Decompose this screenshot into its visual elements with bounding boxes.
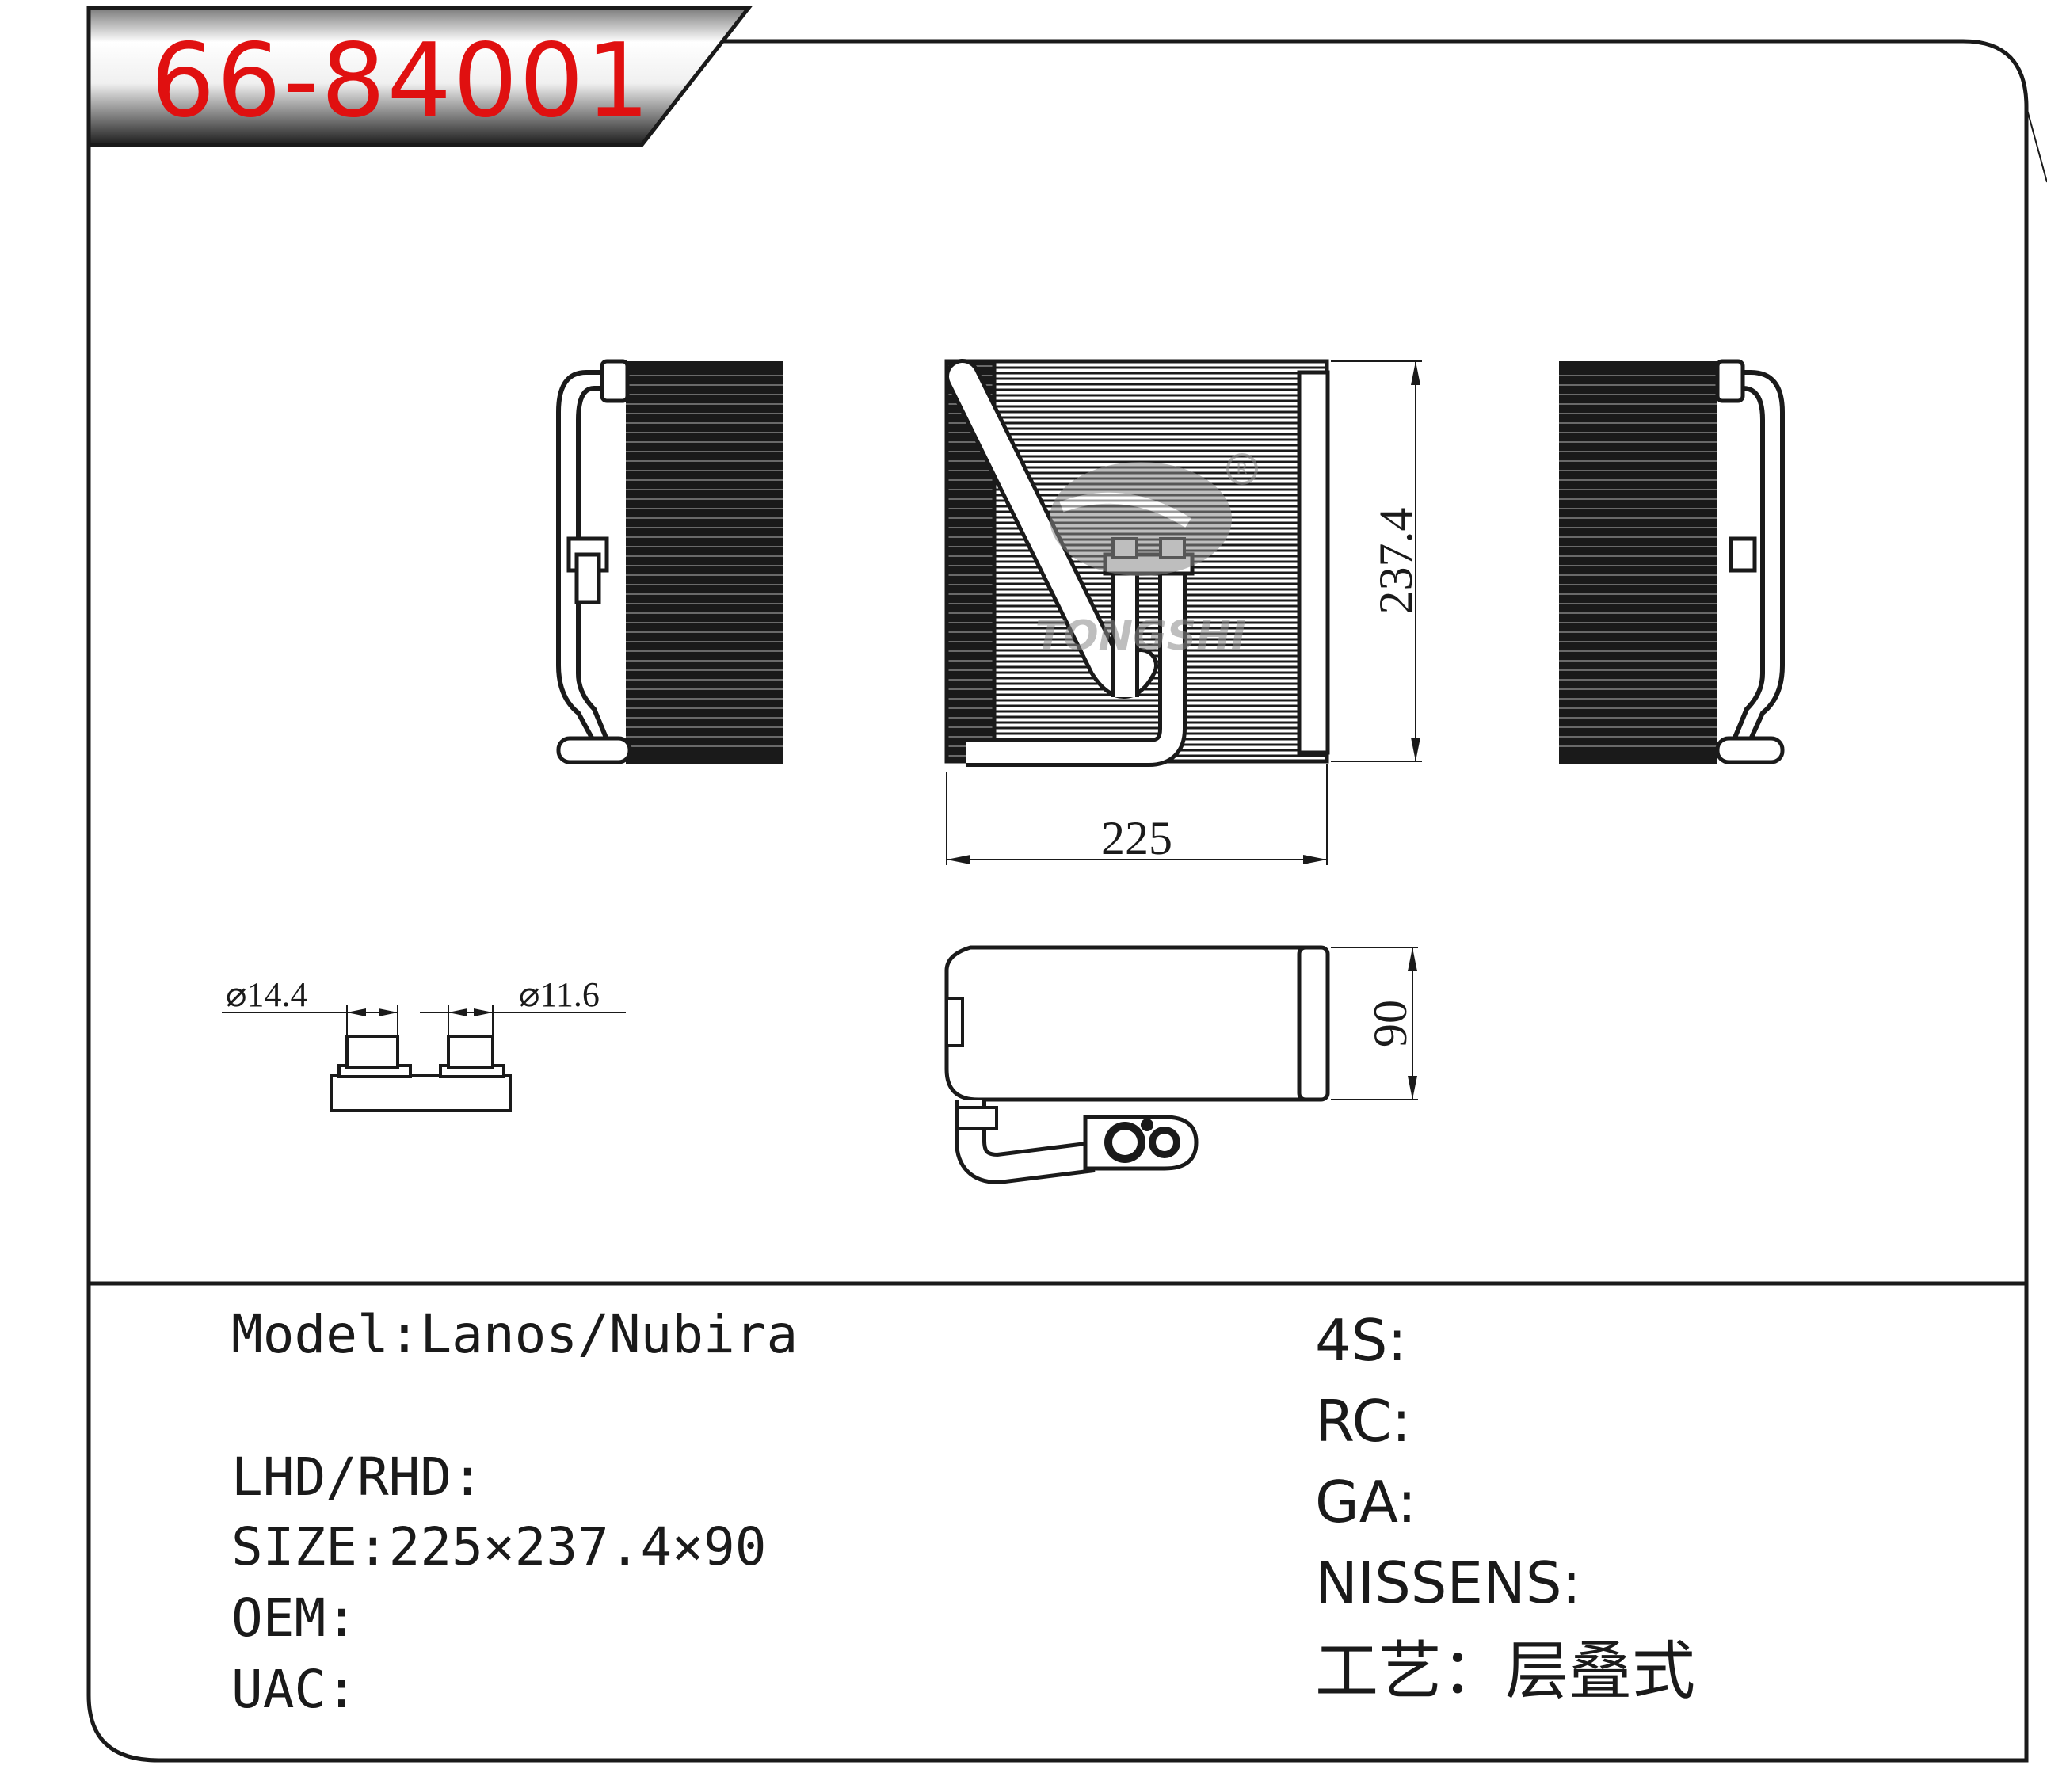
oem-field: OEM: (231, 1588, 357, 1649)
header-banner (86, 6, 753, 147)
nissens-field: NISSENS: (1315, 1550, 1581, 1616)
dim-depth: 90 (1364, 1000, 1416, 1047)
process-field: 工艺：层叠式 (1315, 1634, 1695, 1708)
ga-field: GA: (1315, 1469, 1417, 1535)
outer-frame (86, 39, 2029, 1763)
pipe-diameter-a: ⌀14.4 (226, 975, 308, 1014)
left-side-view (556, 359, 783, 764)
svg-text:R: R (1236, 460, 1248, 480)
svg-text:TONGSHI: TONGSHI (1035, 612, 1246, 660)
front-view: R TONGSHI 225 237.4 (944, 359, 1422, 865)
right-side-view (1559, 359, 1785, 764)
pipe-diameter-b: ⌀11.6 (519, 975, 600, 1014)
rc-field: RC: (1315, 1388, 1411, 1455)
top-view: 90 (944, 945, 1418, 1185)
size-field: SIZE:225×237.4×90 (231, 1516, 767, 1577)
lhd-rhd-field: LHD/RHD: (231, 1447, 483, 1508)
part-number: 66-84001 (151, 22, 652, 140)
4s-field: 4S: (1315, 1307, 1407, 1374)
tongshi-watermark: R TONGSHI (1035, 453, 1258, 660)
model-field: Model:Lanos/Nubira (231, 1304, 799, 1365)
uac-field: UAC: (231, 1659, 357, 1720)
dim-width: 225 (1101, 812, 1172, 864)
pipe-detail: ⌀14.4 ⌀11.6 (222, 975, 626, 1112)
dim-height: 237.4 (1370, 508, 1422, 615)
